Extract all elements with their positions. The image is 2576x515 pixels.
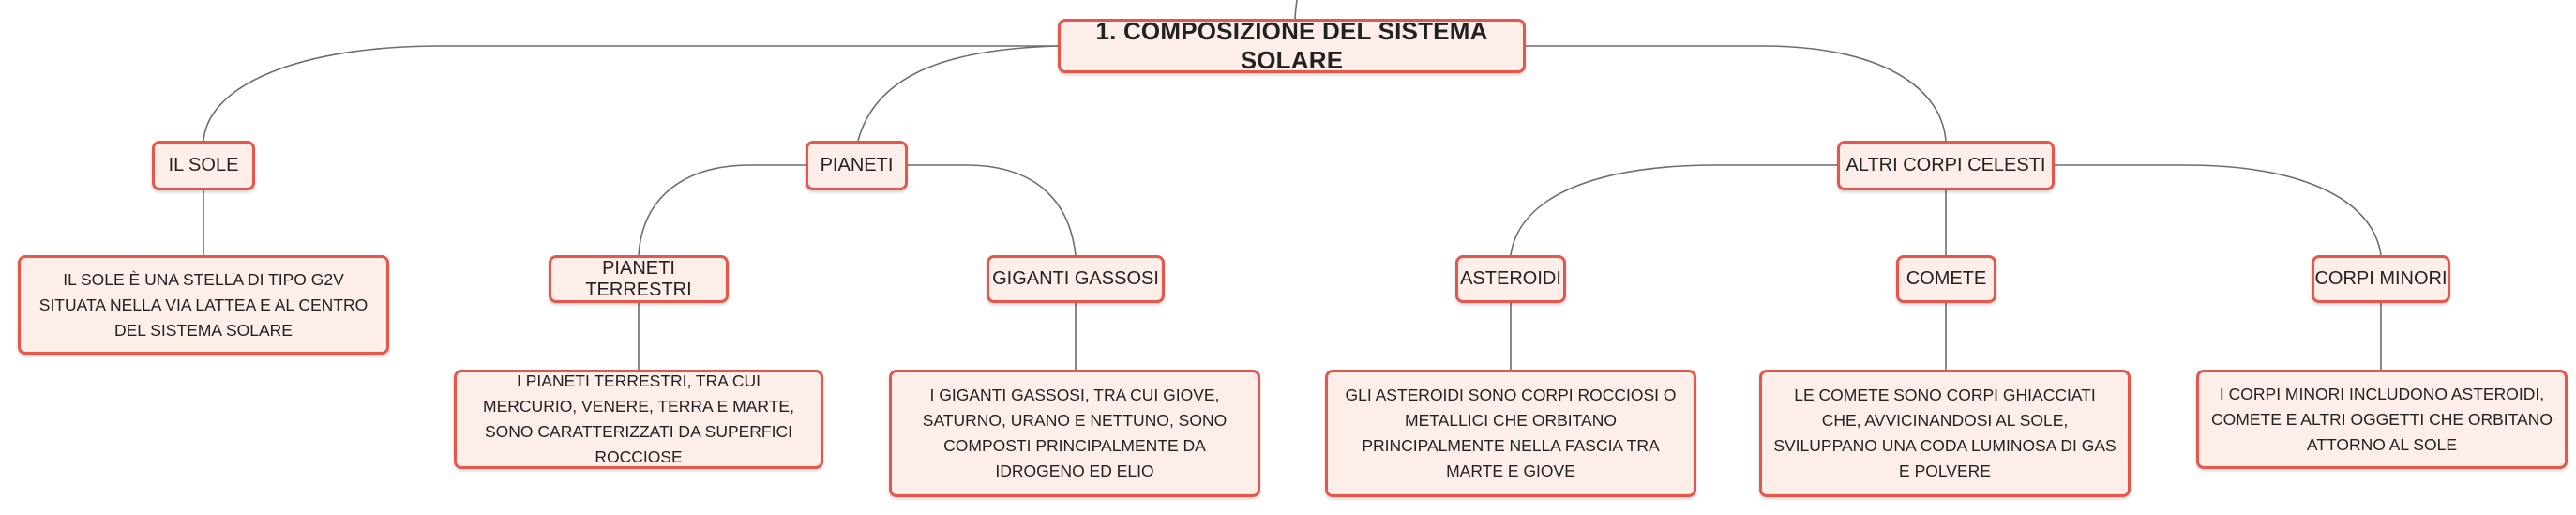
root-topic-label: 1. COMPOSIZIONE DEL SISTEMA SOLARE [1095, 17, 1488, 74]
topic-giganti-gassosi-label: GIGANTI GASSOSI [992, 268, 1159, 289]
topic-asteroidi-label: ASTEROIDI [1460, 268, 1561, 289]
topic-giganti-gassosi[interactable]: GIGANTI GASSOSI [987, 255, 1165, 303]
root-topic[interactable]: 1. COMPOSIZIONE DEL SISTEMA SOLARE [1058, 17, 1526, 74]
topic-pianeti-terrestri-label: PIANETI TERRESTRI [585, 257, 692, 300]
connector-pianeti-gassosi [908, 164, 1077, 256]
topic-il-sole-label: IL SOLE [168, 155, 239, 175]
topic-comete[interactable]: COMETE [1896, 255, 1996, 303]
topic-asteroidi-description-text: GLI ASTEROIDI SONO CORPI ROCCIOSI O META… [1345, 386, 1677, 480]
topic-giganti-gassosi-description-text: I GIGANTI GASSOSI, TRA CUI GIOVE, SATURN… [922, 386, 1228, 480]
topic-pianeti-terrestri[interactable]: PIANETI TERRESTRI [549, 255, 729, 303]
topic-corpi-minori[interactable]: CORPI MINORI [2312, 255, 2450, 303]
topic-il-sole[interactable]: IL SOLE [152, 141, 255, 190]
topic-altri-corpi-celesti-label: ALTRI CORPI CELESTI [1845, 155, 2046, 175]
topic-asteroidi-description[interactable]: GLI ASTEROIDI SONO CORPI ROCCIOSI O META… [1325, 370, 1696, 497]
topic-il-sole-description[interactable]: IL SOLE È UNA STELLA DI TIPO G2V SITUATA… [18, 255, 389, 355]
topic-corpi-minori-description-text: I CORPI MINORI INCLUDONO ASTEROIDI, COME… [2211, 384, 2553, 454]
connector-root-altri [1526, 45, 1947, 142]
connector-pianeti-terrestri [638, 164, 806, 256]
topic-pianeti-terrestri-description[interactable]: I PIANETI TERRESTRI, TRA CUI MERCURIO, V… [454, 370, 823, 469]
topic-giganti-gassosi-description[interactable]: I GIGANTI GASSOSI, TRA CUI GIOVE, SATURN… [889, 370, 1260, 497]
connector-root-pianeti [857, 45, 1059, 142]
topic-comete-label: COMETE [1906, 268, 1987, 289]
topic-corpi-minori-description[interactable]: I CORPI MINORI INCLUDONO ASTEROIDI, COME… [2196, 370, 2568, 469]
topic-il-sole-description-text: IL SOLE È UNA STELLA DI TIPO G2V SITUATA… [38, 269, 369, 340]
topic-pianeti-terrestri-description-text: I PIANETI TERRESTRI, TRA CUI MERCURIO, V… [483, 371, 794, 466]
topic-pianeti-label: PIANETI [820, 155, 894, 175]
topic-altri-corpi-celesti[interactable]: ALTRI CORPI CELESTI [1837, 141, 2055, 190]
topic-asteroidi[interactable]: ASTEROIDI [1455, 255, 1566, 303]
topic-comete-description[interactable]: LE COMETE SONO CORPI GHIACCIATI CHE, AVV… [1759, 370, 2131, 497]
connector-altri-asteroidi [1510, 164, 1837, 256]
topic-pianeti[interactable]: PIANETI [806, 141, 908, 190]
topic-corpi-minori-label: CORPI MINORI [2314, 268, 2448, 289]
connector-root-sole [203, 45, 1058, 142]
topic-comete-description-text: LE COMETE SONO CORPI GHIACCIATI CHE, AVV… [1773, 386, 2117, 480]
connector-altri-minori [2055, 164, 2382, 256]
